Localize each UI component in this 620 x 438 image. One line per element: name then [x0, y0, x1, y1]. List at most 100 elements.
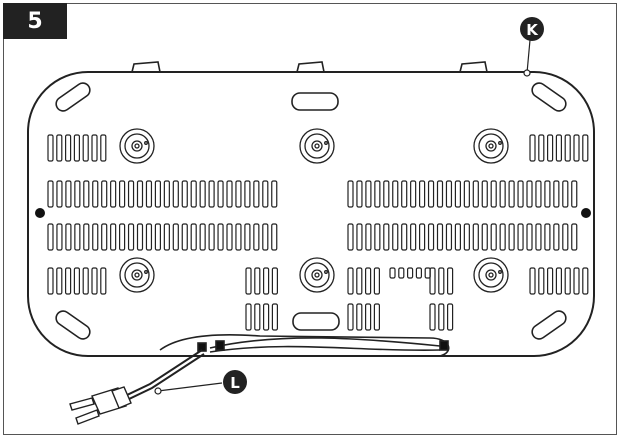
vent-slot	[517, 180, 524, 208]
vent-slot	[582, 134, 589, 162]
screw-boss	[299, 128, 335, 164]
vent-slot	[271, 180, 278, 208]
vent-row1-right	[529, 134, 589, 162]
cord-clip-left	[215, 340, 225, 351]
corner-feet	[55, 82, 567, 340]
vent-slot	[100, 267, 107, 295]
foot-bottom-left	[55, 310, 91, 340]
vent-slot	[463, 223, 470, 251]
vent-slot	[244, 223, 251, 251]
vent-slot	[472, 223, 479, 251]
vent-slot	[571, 223, 578, 251]
step-number-badge: 5	[3, 3, 67, 39]
callout-l-label: L	[230, 374, 240, 392]
vent-slot	[347, 267, 354, 295]
vent-slot	[235, 180, 242, 208]
vent-slot	[56, 223, 63, 251]
vent-slot	[271, 267, 278, 295]
vent-slot	[65, 223, 72, 251]
vent-slot	[190, 223, 197, 251]
vent-slots	[47, 134, 589, 331]
vent-slot	[538, 267, 545, 295]
vent-slot	[438, 303, 445, 331]
vent-row4-left	[47, 267, 107, 295]
vent-slot	[163, 180, 170, 208]
vent-slot	[564, 134, 571, 162]
mounting-tab-left	[130, 61, 161, 73]
vent-slot	[365, 267, 372, 295]
vent-slot	[538, 134, 545, 162]
vent-slot	[74, 180, 81, 208]
vent-slot	[253, 180, 260, 208]
vent-slot	[401, 223, 408, 251]
vent-slot	[262, 223, 269, 251]
cord-lead	[124, 349, 203, 397]
vent-slot	[535, 180, 542, 208]
vent-slot	[154, 180, 161, 208]
right-side-dot	[581, 208, 591, 218]
vent-slot	[427, 180, 435, 208]
vent-slot	[199, 223, 206, 251]
vent-row1-left	[47, 134, 107, 162]
vent-slot	[410, 223, 417, 251]
screw-boss	[119, 257, 155, 293]
vent-slot	[454, 223, 461, 251]
vent-slot	[445, 180, 453, 208]
vent-slot	[83, 223, 90, 251]
vent-slot	[347, 303, 354, 331]
vent-slot	[410, 180, 417, 208]
vent-slot	[82, 267, 89, 295]
mounting-tab-center	[295, 61, 325, 73]
vent-slot	[373, 267, 380, 295]
vent-slot	[118, 223, 126, 251]
vent-slot	[217, 180, 224, 208]
vent-slot	[546, 134, 554, 162]
cord-clip-right	[439, 340, 449, 351]
vent-slot	[463, 180, 470, 208]
vent-slot	[83, 180, 90, 208]
vent-slot	[419, 180, 426, 208]
vent-slot	[100, 134, 107, 162]
vent-slot	[445, 223, 453, 251]
vent-slot	[245, 303, 252, 331]
vent-row3-right	[347, 223, 578, 251]
vent-slot	[356, 180, 363, 208]
vent-slot	[407, 267, 414, 279]
vent-row2-left	[47, 180, 278, 208]
vent-slot	[127, 223, 135, 251]
vent-slot	[356, 223, 363, 251]
vent-row4-center-left	[245, 267, 278, 295]
callout-l-anchor	[154, 387, 162, 395]
foot-top-left	[55, 82, 91, 112]
vent-slot	[73, 267, 81, 295]
vent-slot	[145, 180, 153, 208]
vent-slot	[544, 180, 551, 208]
vent-slot	[73, 134, 81, 162]
vent-slot	[429, 267, 436, 295]
callout-k-circle	[520, 17, 544, 41]
vent-slot	[356, 303, 363, 331]
vent-slot	[172, 180, 179, 208]
callout-k-anchor	[523, 69, 531, 77]
vent-slot	[163, 223, 170, 251]
vent-slot	[571, 180, 578, 208]
vent-row4-right	[529, 267, 589, 295]
vent-slot	[447, 267, 454, 295]
screw-boss	[299, 257, 335, 293]
vent-slot	[562, 180, 569, 208]
screw-boss	[473, 257, 509, 293]
plug-strain-sleeve	[111, 386, 132, 409]
vent-slot	[92, 223, 99, 251]
vent-slot	[365, 223, 372, 251]
vent-slot	[383, 223, 390, 251]
vent-slot	[383, 180, 390, 208]
left-side-dot	[35, 208, 45, 218]
vent-slot	[356, 267, 363, 295]
vent-slot	[544, 223, 551, 251]
vent-slot	[235, 223, 242, 251]
vent-slot	[573, 267, 580, 295]
vent-slot	[535, 223, 542, 251]
power-plug	[69, 386, 132, 425]
vent-slot	[253, 223, 260, 251]
